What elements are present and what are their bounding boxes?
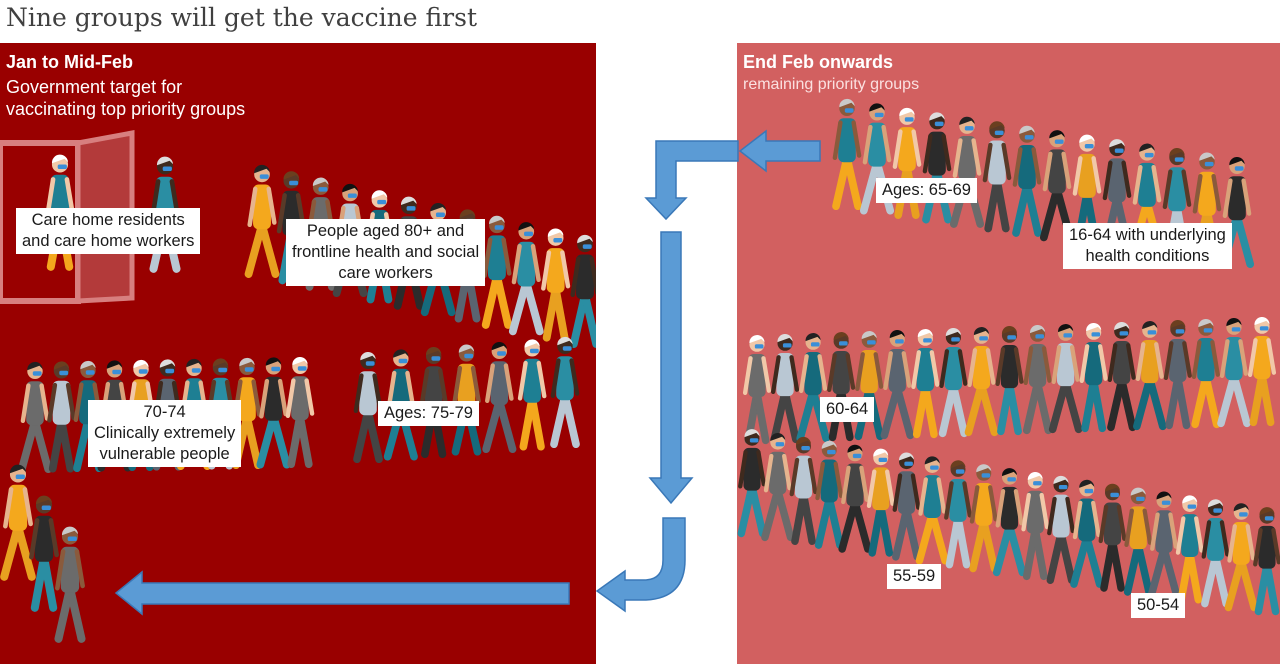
person-figure bbox=[1147, 491, 1181, 600]
person-figure bbox=[508, 222, 544, 336]
person-figure bbox=[17, 361, 53, 474]
label-over-80-line2: frontline health and social bbox=[292, 243, 480, 261]
person-figure bbox=[517, 339, 547, 451]
person-figure bbox=[964, 327, 999, 437]
person-figure bbox=[353, 351, 383, 464]
left-crowd-illustration bbox=[0, 129, 596, 643]
person-figure bbox=[1191, 319, 1221, 429]
person-figure bbox=[770, 334, 800, 444]
person-figure bbox=[1079, 323, 1108, 433]
person-figure bbox=[789, 436, 818, 545]
person-figure bbox=[1201, 499, 1230, 608]
person-figure bbox=[892, 452, 921, 561]
label-age-70-74: 70-74 Clinically extremely vulnerable pe… bbox=[88, 400, 242, 467]
label-care-home: Care home residents and care home worker… bbox=[16, 208, 201, 254]
label-age-55-59: 55-59 bbox=[887, 564, 942, 589]
person-figure bbox=[1107, 322, 1137, 432]
left-panel-subtitle: Government target for vaccinating top pr… bbox=[6, 76, 245, 120]
person-figure bbox=[838, 444, 872, 553]
person-figure bbox=[737, 429, 767, 538]
left-panel: Jan to Mid-Feb Government target for vac… bbox=[0, 43, 596, 664]
label-care-home-line1: Care home residents bbox=[31, 211, 185, 229]
person-figure bbox=[1175, 495, 1204, 604]
person-figure bbox=[1021, 471, 1050, 581]
label-care-home-line2: and care home workers bbox=[22, 232, 195, 250]
person-figure bbox=[1133, 321, 1167, 431]
person-figure bbox=[944, 460, 972, 569]
person-figure bbox=[1163, 320, 1192, 430]
person-figure bbox=[285, 356, 315, 469]
person-figure bbox=[866, 448, 895, 557]
label-age-50-54: 50-54 bbox=[1131, 593, 1186, 618]
label-age-60-64: 60-64 bbox=[820, 397, 875, 422]
person-figure bbox=[814, 440, 844, 549]
person-figure bbox=[550, 336, 580, 449]
person-figure bbox=[47, 361, 76, 473]
person-figure bbox=[995, 326, 1024, 436]
label-age-75-79: Ages: 75-79 bbox=[378, 401, 479, 426]
person-figure bbox=[29, 495, 59, 612]
person-figure bbox=[482, 341, 517, 454]
person-figure bbox=[1070, 479, 1104, 588]
person-figure bbox=[880, 330, 915, 440]
person-figure bbox=[832, 98, 862, 211]
label-over-80-line1: People aged 80+ and bbox=[306, 222, 465, 240]
label-underlying-line1: 16-64 with underlying bbox=[1069, 226, 1226, 244]
person-figure bbox=[1012, 125, 1042, 237]
person-figure bbox=[256, 357, 291, 469]
person-figure bbox=[1098, 483, 1127, 592]
person-figure bbox=[1046, 475, 1076, 584]
left-panel-heading: Jan to Mid-Feb bbox=[6, 52, 133, 72]
person-figure bbox=[0, 464, 36, 581]
right-panel-subtitle: remaining priority groups bbox=[743, 76, 920, 93]
arrow-elbow-down-icon bbox=[644, 140, 739, 221]
person-figure bbox=[982, 121, 1012, 233]
person-figure bbox=[569, 234, 596, 348]
person-figure bbox=[1048, 324, 1083, 434]
person-figure bbox=[742, 335, 772, 445]
person-figure bbox=[938, 328, 968, 438]
person-figure bbox=[992, 468, 1027, 577]
left-panel-subtitle-line1: Government target for bbox=[6, 77, 183, 97]
right-panel-heading: End Feb onwards bbox=[743, 52, 894, 72]
person-figure bbox=[54, 526, 86, 643]
right-panel: End Feb onwards remaining priority group… bbox=[737, 43, 1280, 664]
person-figure bbox=[761, 432, 795, 542]
label-age-65-69: Ages: 65-69 bbox=[876, 178, 977, 203]
arrow-down-icon bbox=[648, 231, 694, 505]
person-figure bbox=[1123, 487, 1153, 596]
label-age-70-74-line2: Clinically extremely bbox=[94, 424, 236, 442]
person-figure bbox=[481, 215, 513, 329]
label-underlying-conditions: 16-64 with underlying health conditions bbox=[1063, 223, 1232, 269]
person-figure bbox=[854, 331, 884, 441]
page-title: Nine groups will get the vaccine first bbox=[6, 3, 477, 32]
person-figure bbox=[949, 116, 985, 228]
right-crowd-illustration bbox=[737, 98, 1280, 616]
person-figure bbox=[1022, 325, 1053, 435]
person-figure bbox=[1253, 507, 1280, 616]
person-figure bbox=[911, 329, 940, 439]
label-age-70-74-line3: vulnerable people bbox=[99, 445, 230, 463]
person-figure bbox=[541, 228, 571, 342]
label-underlying-line2: health conditions bbox=[1085, 247, 1210, 265]
person-figure bbox=[1039, 130, 1075, 242]
arrow-curve-left-icon bbox=[595, 517, 686, 613]
person-figure bbox=[451, 344, 482, 456]
label-over-80-line3: care workers bbox=[338, 264, 433, 282]
left-panel-subtitle-line2: vaccinating top priority groups bbox=[6, 99, 246, 119]
person-figure bbox=[922, 112, 952, 224]
person-figure bbox=[1247, 317, 1277, 427]
person-figure bbox=[796, 333, 830, 443]
label-age-70-74-line1: 70-74 bbox=[143, 403, 186, 421]
person-figure bbox=[969, 464, 999, 573]
label-over-80: People aged 80+ and frontline health and… bbox=[286, 219, 486, 286]
person-figure bbox=[1217, 318, 1251, 428]
person-figure bbox=[244, 164, 280, 278]
person-figure bbox=[915, 456, 949, 565]
person-figure bbox=[1224, 503, 1258, 612]
